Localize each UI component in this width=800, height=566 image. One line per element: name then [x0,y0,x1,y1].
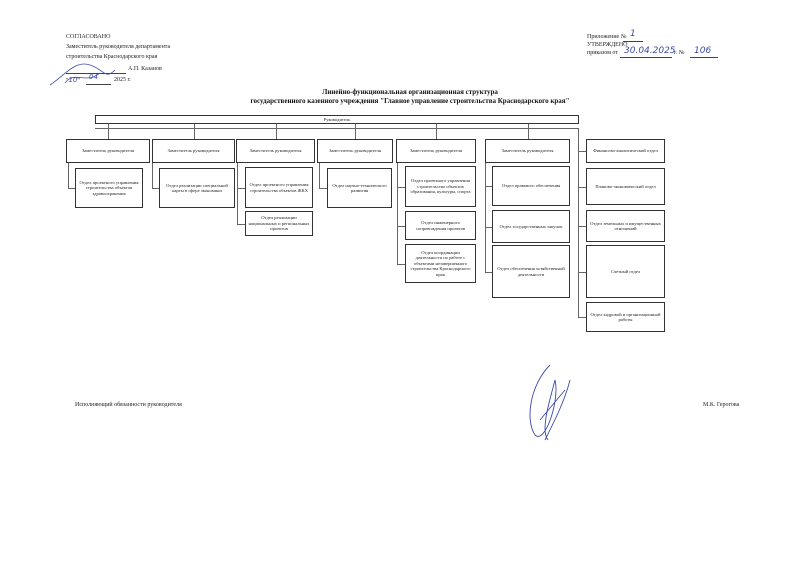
connector [578,128,579,317]
signature-agreed [49,63,116,86]
signature-head [529,364,571,441]
order-date-line [620,57,672,58]
department-box: Отдел реализации специальной карты в сфе… [159,168,235,208]
column-head-box: Заместитель руководителя [152,139,235,163]
column-head-box: Заместитель руководителя [66,139,150,163]
column-head-box: Заместитель руководителя [317,139,393,163]
connector [355,124,356,139]
connector [68,163,69,188]
connector [578,226,586,227]
connector [397,264,405,265]
department-box: Отдел научно-технического развития [327,168,392,208]
footer-name: М.К. Герогова [703,402,740,408]
connector [68,188,75,189]
order-label: приказом от [587,50,618,56]
department-box: Отдел правового обеспечения [492,166,570,206]
connector [237,163,238,224]
connector [485,227,492,228]
order-no-label: г. № [674,50,685,56]
connector [319,188,327,189]
connector [397,226,405,227]
appendix-label: Приложение № [587,34,627,40]
connector [485,163,486,272]
connector [436,124,437,139]
signature-line [66,73,126,74]
head-box: Руководитель [95,115,579,124]
connector [578,151,586,152]
order-date: 30.04.2025 [624,46,676,56]
chart-title-1: Линейно-функциональная организационная с… [322,88,498,96]
column-head-box: Заместитель руководителя [396,139,476,163]
connector [276,124,277,139]
column-head-box: Финансово-аналитический отдел [586,139,665,163]
department-box: Планово-экономический отдел [586,168,665,205]
connector [95,128,579,129]
department-box: Отдел проектного управления строительств… [75,168,143,208]
connector [152,188,159,189]
department-box: Отдел проектного управления строительств… [245,167,313,208]
connector [528,124,529,139]
connector [578,317,586,318]
department-box: Отдел проектного управления строительств… [405,166,476,207]
connector [578,187,586,188]
department-box: Отдел государственных закупок [492,210,570,243]
connector [397,187,405,188]
department-box: Отдел реализации национальных и регионал… [245,211,313,236]
connector [237,188,245,189]
order-number-line [690,57,718,58]
date-line [86,84,111,85]
chart-title-2: государственного казенного учреждения "Г… [250,97,570,105]
agreed-name: А.П. Казанов [128,66,162,72]
agreed-label: СОГЛАСОВАНО [66,34,111,40]
connector [485,186,492,187]
appendix-line [623,41,643,42]
department-box: Отдел инженерного сопровождения проектов [405,211,476,240]
connector [319,163,320,188]
appendix-number: 1 [630,29,636,39]
order-number: 106 [694,46,712,56]
agreed-position-1: Заместитель руководителя департамента [66,44,171,50]
approved-label: УТВЕРЖДЕНО [587,42,628,48]
agreed-day: 10 [68,76,78,84]
connector [108,124,109,139]
connector [485,272,492,273]
column-head-box: Заместитель руководителя [485,139,570,163]
connector [237,224,245,225]
department-box: Отдел земельных и имущественных отношени… [586,210,665,242]
department-box: Отдел кадровой и организационной работы [586,302,665,332]
footer-position: Исполняющий обязанности руководителя [75,402,182,408]
department-box: Отдел обеспечения хозяйственной деятельн… [492,245,570,298]
agreed-position-2: строительства Краснодарского края [66,54,158,60]
department-box: Счетный отдел [586,245,665,298]
connector [194,124,195,139]
department-box: Отдел координации деятельности по работе… [405,244,476,283]
agreed-year: 2025 г. [114,77,131,83]
connector [397,163,398,264]
connector [578,272,586,273]
connector [152,163,153,188]
column-head-box: Заместитель руководителя [236,139,315,163]
